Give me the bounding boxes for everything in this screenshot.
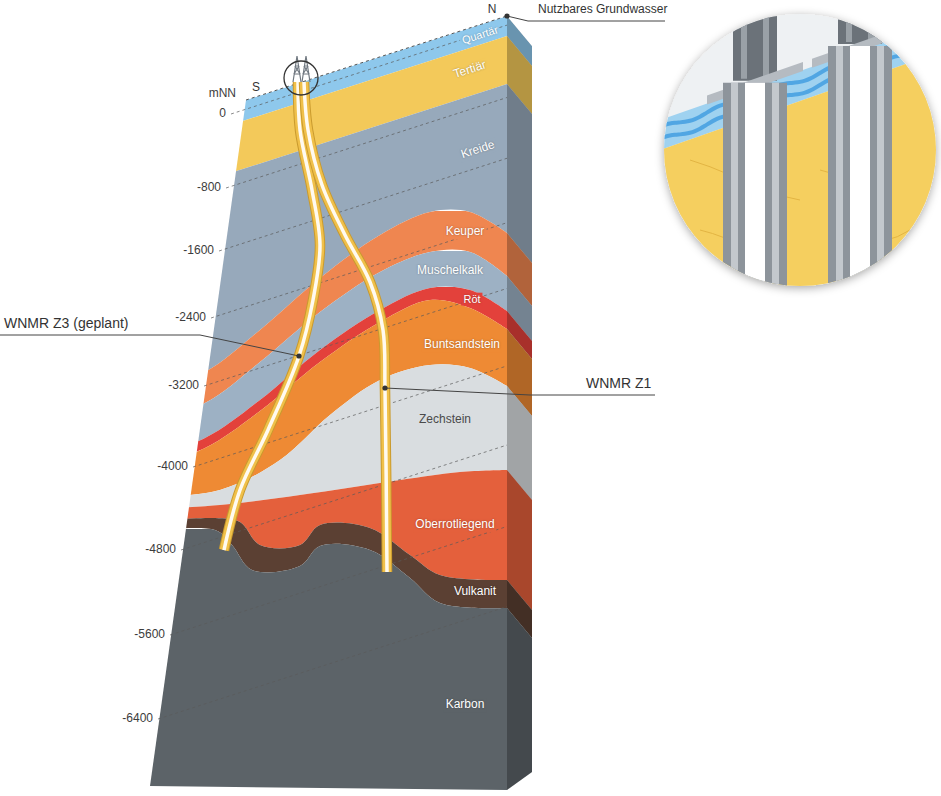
surface-line xyxy=(246,16,507,100)
depth-label: -4000 xyxy=(157,460,188,474)
depth-label: -4800 xyxy=(145,543,176,557)
depth-unit: mNN xyxy=(209,87,236,101)
depth-line xyxy=(158,607,507,719)
stratum-name: Oberrotliegend xyxy=(413,518,496,532)
wells xyxy=(224,82,387,572)
compass-label: N xyxy=(488,3,497,17)
leader-line xyxy=(507,16,665,21)
depth-lines xyxy=(158,25,507,719)
depth-label: -5600 xyxy=(134,628,165,642)
water-wave xyxy=(650,25,941,132)
leader-line xyxy=(0,335,299,356)
zoom-marker xyxy=(284,61,318,95)
compass-label: S xyxy=(252,81,260,95)
well-casing xyxy=(707,0,803,403)
zoom-inset xyxy=(650,0,941,524)
depth-label: -1600 xyxy=(183,244,214,258)
drill-rig xyxy=(293,56,301,82)
stratum-name: Vulkanit xyxy=(452,585,498,599)
well-path xyxy=(304,82,387,572)
stratum-name: Keuper xyxy=(444,225,487,239)
stratum-name: Buntsandstein xyxy=(422,338,502,352)
depth-label: -6400 xyxy=(122,712,153,726)
well-path xyxy=(224,82,320,550)
depth-label: -2400 xyxy=(175,311,206,325)
leader-dot xyxy=(504,13,509,18)
well-path xyxy=(224,82,320,550)
depth-label: 0 xyxy=(219,107,226,121)
stratum-fill xyxy=(147,529,532,796)
drill-rig xyxy=(302,56,310,82)
stratum-name: Zechstein xyxy=(417,413,473,427)
well-callout: WNMR Z1 xyxy=(586,375,651,391)
callout-label: Nutzbares Grundwasser xyxy=(538,3,667,17)
depth-line xyxy=(226,98,507,188)
depth-line xyxy=(219,158,507,251)
well-path xyxy=(304,82,387,572)
leader-dot xyxy=(296,353,301,358)
depth-label: -800 xyxy=(197,181,221,195)
stratum-name: Röt xyxy=(461,293,482,306)
depth-line xyxy=(204,288,507,386)
leader-dot xyxy=(382,385,387,390)
well-path xyxy=(224,82,320,550)
leader-lines xyxy=(0,13,665,395)
stratum-shape xyxy=(147,529,532,796)
well-callout: WNMR Z3 (geplant) xyxy=(4,315,128,331)
depth-line xyxy=(231,25,507,114)
water-wave xyxy=(650,37,941,144)
stratum-band: Karbon xyxy=(147,529,532,796)
stratum-name: Muschelkalk xyxy=(415,264,485,278)
well-casing xyxy=(812,0,908,366)
block-side-shade xyxy=(507,16,532,790)
well-path xyxy=(304,82,387,572)
depth-label: -3200 xyxy=(168,379,199,393)
stratum-name: Karbon xyxy=(444,698,487,712)
depth-line xyxy=(193,366,507,467)
